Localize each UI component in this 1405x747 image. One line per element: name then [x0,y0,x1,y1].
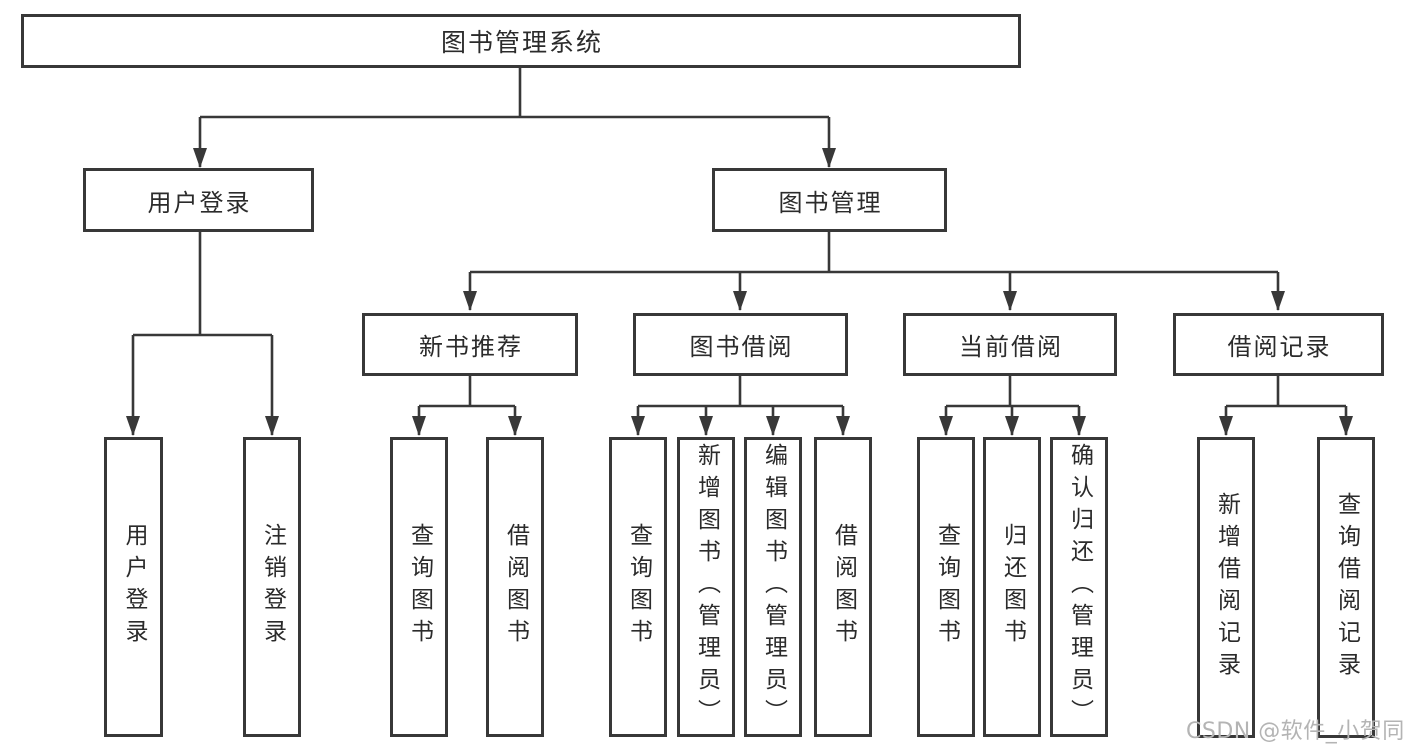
leaf-confirm-return-admin: 确认归还（管理员） [1050,437,1108,737]
node-current-borrow: 当前借阅 [903,313,1117,376]
node-book-borrow-label: 图书借阅 [689,333,794,361]
leaf-borrow-books-1: 借阅图书 [486,437,544,737]
csdn-watermark: CSDN @软件_小贺同学 [1186,719,1405,744]
leaf-query-books-3: 查询图书 [917,437,975,737]
leaf-query-books-1-label: 查询图书 [406,523,433,651]
leaf-borrow-books-1-label: 借阅图书 [502,523,529,651]
node-book-management: 图书管理 [712,168,947,232]
leaf-return-book-label: 归还图书 [999,523,1026,651]
node-root-label: 图书管理系统 [440,28,603,57]
node-borrow-records: 借阅记录 [1173,313,1384,376]
leaf-user-login-label: 用户登录 [121,523,147,651]
leaf-query-borrow-record: 查询借阅记录 [1317,437,1375,738]
node-book-borrow: 图书借阅 [633,313,848,376]
node-root: 图书管理系统 [21,14,1021,68]
node-book-management-label: 图书管理 [778,188,883,217]
node-new-book-recommend-label: 新书推荐 [419,333,523,361]
leaf-add-borrow-record: 新增借阅记录 [1197,437,1255,738]
leaf-query-borrow-record-label: 查询借阅记录 [1333,491,1360,684]
node-user-login-label: 用户登录 [147,188,252,217]
leaf-confirm-return-admin-label: 确认归还（管理员） [1066,443,1093,731]
node-current-borrow-label: 当前借阅 [959,333,1063,361]
connectors [126,68,1353,436]
leaf-query-books-2: 查询图书 [609,437,667,737]
leaf-return-book: 归还图书 [983,437,1041,737]
leaf-query-books-3-label: 查询图书 [933,523,960,651]
leaf-add-book-admin: 新增图书（管理员） [677,437,735,737]
leaf-add-borrow-record-label: 新增借阅记录 [1213,491,1240,684]
leaf-edit-book-admin: 编辑图书（管理员） [744,437,802,737]
node-borrow-records-label: 借阅记录 [1227,333,1332,361]
leaf-user-login: 用户登录 [104,437,163,737]
node-new-book-recommend: 新书推荐 [362,313,578,376]
leaf-logout-label: 注销登录 [259,523,286,651]
leaf-add-book-admin-label: 新增图书（管理员） [693,443,720,731]
leaf-borrow-books-2-label: 借阅图书 [830,523,857,651]
leaf-borrow-books-2: 借阅图书 [814,437,872,737]
leaf-query-books-1: 查询图书 [390,437,448,737]
leaf-query-books-2-label: 查询图书 [625,523,652,651]
node-user-login: 用户登录 [83,168,314,232]
leaf-logout: 注销登录 [243,437,301,737]
leaf-edit-book-admin-label: 编辑图书（管理员） [760,443,787,731]
